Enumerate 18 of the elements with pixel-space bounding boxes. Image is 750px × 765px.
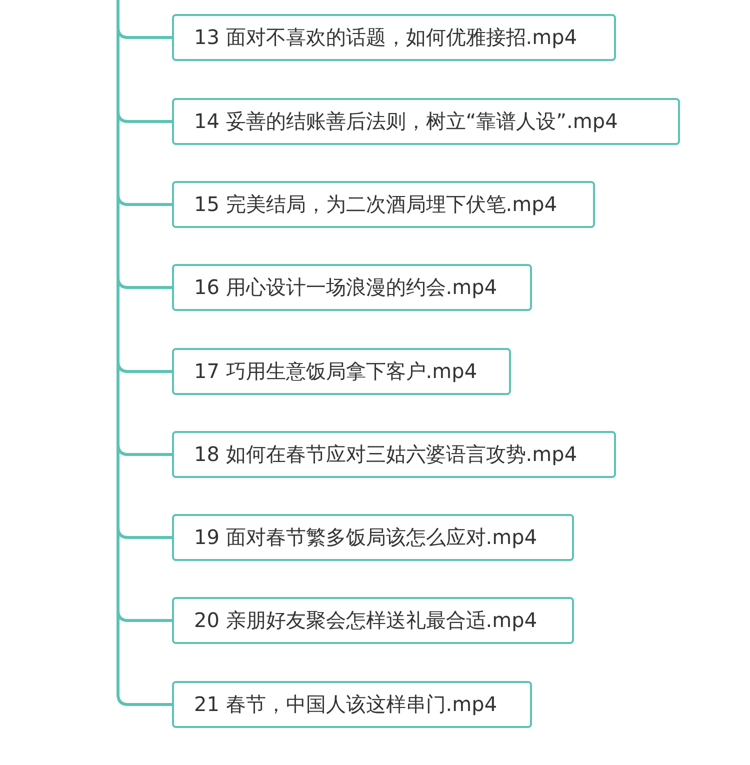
topic-text: 20 亲朋好友聚会怎样送礼最合适.mp4 bbox=[194, 607, 538, 634]
topic-text: 13 面对不喜欢的话题，如何优雅接招.mp4 bbox=[194, 24, 578, 51]
topic-box bbox=[172, 14, 616, 61]
topic-box bbox=[172, 264, 532, 311]
topic-box bbox=[172, 514, 574, 561]
topic-text: 17 巧用生意饭局拿下客户.mp4 bbox=[194, 358, 478, 385]
topic-text: 18 如何在春节应对三姑六婆语言攻势.mp4 bbox=[194, 441, 578, 468]
topic-box bbox=[172, 681, 532, 728]
topic-box bbox=[172, 98, 680, 145]
topic-box bbox=[172, 431, 616, 478]
topic-text: 19 面对春节繁多饭局该怎么应对.mp4 bbox=[194, 524, 538, 551]
topic-box bbox=[172, 348, 511, 395]
topic-text: 16 用心设计一场浪漫的约会.mp4 bbox=[194, 274, 498, 301]
topic-box bbox=[172, 181, 595, 228]
topic-text: 15 完美结局，为二次酒局埋下伏笔.mp4 bbox=[194, 191, 558, 218]
topic-text: 21 春节，中国人该这样串门.mp4 bbox=[194, 691, 498, 718]
topic-text: 14 妥善的结账善后法则，树立“靠谱人设”.mp4 bbox=[194, 108, 618, 135]
topic-box bbox=[172, 597, 574, 644]
